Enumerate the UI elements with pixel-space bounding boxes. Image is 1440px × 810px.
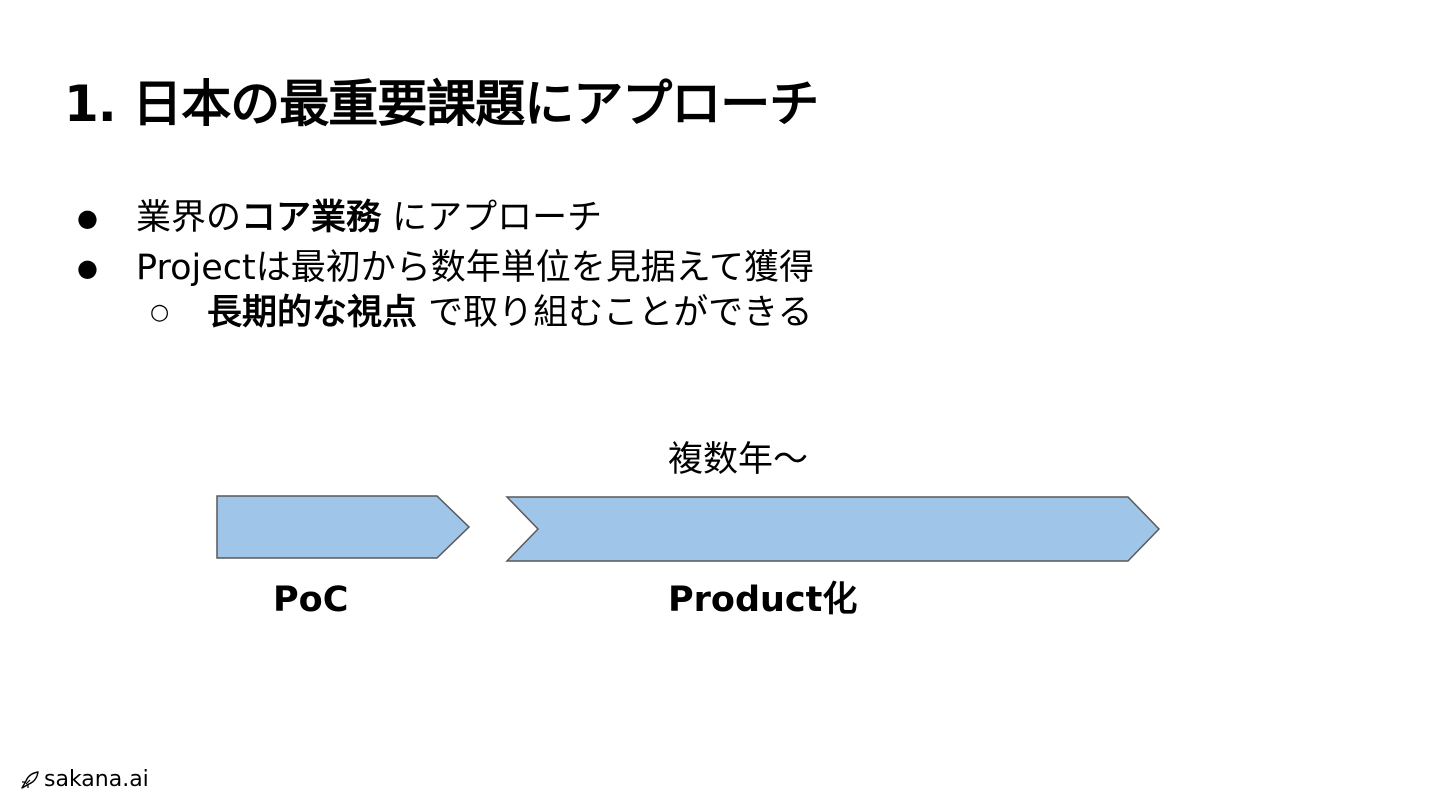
bullet-marker: ● — [77, 204, 98, 232]
logo-text: sakana.ai — [44, 767, 149, 792]
sub-bullet-text: 長期的な視点 で取り組むことができる — [207, 288, 812, 338]
bullet-text: 業界のコア業務 にアプローチ — [136, 193, 602, 243]
sub-bullet-marker: ○ — [150, 300, 170, 325]
phase-label-poc: PoC — [273, 580, 349, 620]
sub-bullet-text-bold: 長期的な視点 — [207, 293, 418, 333]
bullet-text-after: にアプローチ — [381, 198, 603, 238]
bullet-marker: ● — [77, 254, 98, 282]
poc-arrow — [216, 495, 471, 559]
footer-logo: sakana.ai — [20, 766, 149, 794]
bullet-text-before: 業界の — [136, 198, 242, 238]
fish-icon — [21, 771, 39, 789]
phase-label-product: Product化 — [668, 580, 858, 620]
sub-bullet-text-after: で取り組むことができる — [417, 293, 813, 333]
timeline-duration-label: 複数年～ — [668, 440, 809, 480]
bullet-text-bold: コア業務 — [241, 198, 382, 238]
bullet-text: Projectは最初から数年単位を見据えて獲得 — [136, 248, 814, 288]
slide-title: 1. 日本の最重要課題にアプローチ — [64, 75, 819, 133]
product-arrow — [505, 496, 1161, 562]
